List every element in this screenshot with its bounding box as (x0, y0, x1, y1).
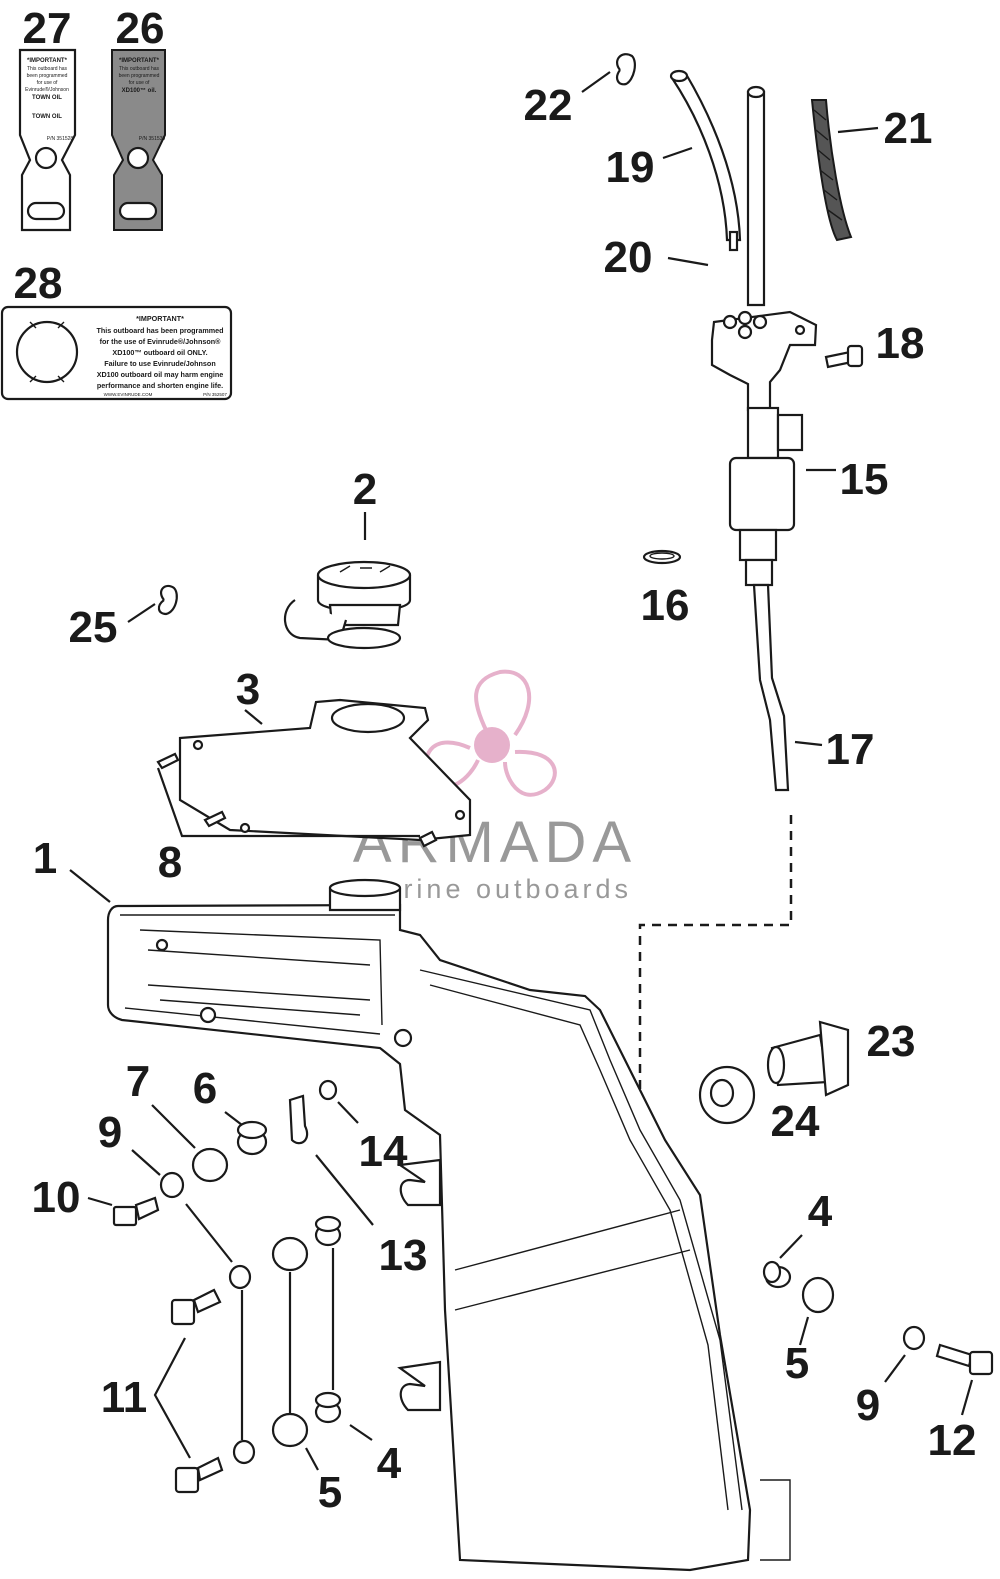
decal28-line7: performance and shorten engine life. (97, 381, 223, 390)
callout-9-right: 9 (856, 1381, 880, 1430)
bolt-10 (87, 1196, 160, 1227)
decal28-url: WWW.EVINRUDE.COM (104, 392, 153, 397)
washer-9c (232, 1439, 256, 1465)
bolt-12 (935, 1343, 994, 1416)
callout-22: 22 (524, 81, 573, 130)
decal28-line5: Failure to use Evinrude/Johnson (104, 359, 215, 368)
bolt-11-upper (170, 1288, 222, 1326)
bushing-4-left (314, 1215, 342, 1390)
callout-24: 24 (771, 1097, 820, 1146)
callout-18: 18 (876, 319, 925, 368)
watermark-subtitle: marine outboards (358, 874, 632, 904)
tag26-line2: This outboard has (119, 66, 160, 72)
callout-28: 28 (14, 259, 63, 308)
callout-20: 20 (604, 233, 653, 282)
decal28-line4: XD100™ outboard oil ONLY. (112, 348, 207, 357)
tag27-line4: for use of (37, 80, 58, 86)
filler-cap-2 (284, 512, 412, 650)
callout-4-bottom: 4 (377, 1439, 402, 1488)
callout-6: 6 (193, 1064, 217, 1113)
callout-27: 27 (23, 4, 72, 53)
grommet-24 (698, 1065, 756, 1125)
tag27-line7: TOWN OIL (32, 114, 62, 120)
plug-23 (766, 1020, 850, 1097)
callout-5-right: 5 (785, 1339, 809, 1388)
bushing-4-right (762, 1234, 803, 1289)
tag26-line5: XD100™ oil. (122, 87, 157, 94)
tag26-pn: P/N 351530 (139, 136, 166, 142)
bushing-6 (224, 1111, 268, 1156)
grommet-5-bottom (271, 1412, 319, 1471)
decal28-line2: This outboard has been programmed (97, 326, 224, 335)
grommet-7 (151, 1104, 229, 1183)
tag26-line3: been programmed (119, 73, 160, 79)
decal28-pn: P/N 352507 (203, 392, 227, 397)
oil-tank-1 (69, 869, 791, 1572)
tag27-line5: Evinrude®/Johnson (25, 86, 69, 93)
tag26-line1: *IMPORTANT* (119, 58, 160, 64)
washer-9b (228, 1264, 252, 1440)
dashed-connection (638, 815, 793, 1092)
bushing-4-bottom (314, 1391, 373, 1441)
callout-10: 10 (32, 1173, 81, 1222)
callout-4-right: 4 (808, 1187, 833, 1236)
callout-14: 14 (359, 1127, 408, 1176)
tag27-line6: TOWN OIL (32, 95, 62, 101)
decal28-line3: for the use of Evinrude®/Johnson® (100, 337, 222, 346)
hose-clamp-25 (127, 584, 178, 623)
callout-1: 1 (33, 834, 57, 883)
clip-13 (288, 1094, 374, 1226)
callout-26: 26 (116, 4, 165, 53)
callout-2: 2 (353, 465, 377, 514)
oil-tag-26: *IMPORTANT* This outboard has been progr… (111, 49, 166, 231)
hose-19 (662, 69, 742, 242)
hose-20 (746, 85, 766, 307)
screw-18 (824, 344, 864, 369)
callout-21: 21 (884, 104, 933, 153)
oil-decal-28: *IMPORTANT* This outboard has been progr… (0, 305, 233, 401)
callout-numbers: 27 26 28 22 19 20 21 18 15 16 17 2 25 3 … (14, 4, 977, 1517)
grommet-5-right (798, 1276, 835, 1346)
callout-15: 15 (840, 455, 889, 504)
callout-11: 11 (101, 1373, 148, 1422)
tag27-line1: *IMPORTANT* (27, 58, 68, 64)
callout-8: 8 (158, 838, 182, 887)
washer-9-right (884, 1325, 926, 1383)
propeller-hub (474, 727, 510, 763)
tank-bracket-3 (178, 698, 472, 842)
callout-7: 7 (126, 1057, 150, 1106)
callout-19: 19 (606, 143, 655, 192)
bolt-11-lower (153, 1337, 224, 1494)
washer-9-left (131, 1149, 233, 1263)
callout-13: 13 (379, 1231, 428, 1280)
pickup-tube-17 (752, 583, 823, 792)
screw-20 (667, 230, 739, 267)
oil-tag-27: *IMPORTANT* This outboard has been progr… (18, 48, 77, 232)
tag27-pn: P/N 351528 (47, 136, 74, 142)
washer-14 (318, 1079, 359, 1124)
decal28-line1: *IMPORTANT* (136, 314, 184, 323)
tag27-line3: been programmed (27, 73, 68, 79)
callout-17: 17 (826, 725, 875, 774)
hose-clamp-22 (581, 53, 636, 93)
callout-12: 12 (928, 1416, 977, 1465)
callout-5-bottom: 5 (318, 1468, 342, 1517)
oil-pickup-15 (710, 310, 836, 587)
tag26-line4: for use of (129, 80, 150, 86)
decal28-line6: XD100 outboard oil may harm engine (97, 370, 224, 379)
tag27-line2: This outboard has (27, 66, 68, 72)
callout-16: 16 (641, 581, 690, 630)
callout-25: 25 (69, 603, 118, 652)
callout-23: 23 (867, 1017, 916, 1066)
grommet-5-left (271, 1236, 309, 1415)
mesh-sleeve-21 (810, 99, 879, 242)
o-ring-16 (642, 549, 682, 565)
screws-8 (156, 752, 438, 848)
callout-9-left: 9 (98, 1108, 122, 1157)
callout-3: 3 (236, 665, 260, 714)
armada-watermark: ARMADA marine outboards (353, 669, 632, 904)
